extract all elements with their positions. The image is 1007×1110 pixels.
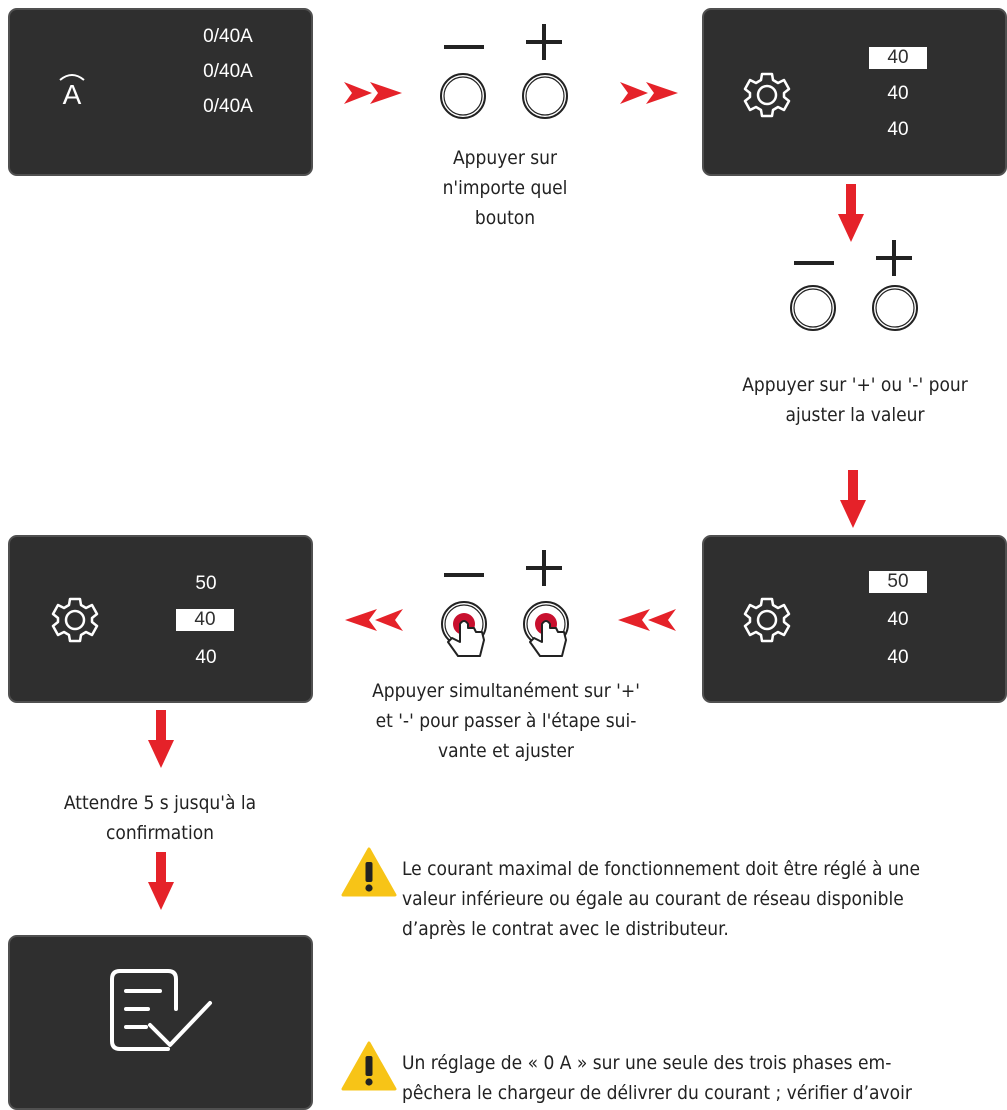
arrow-left-icon [618,609,676,631]
gear-icon [742,595,792,645]
gear-icon [50,595,100,645]
phase-1-current: 0/40A [203,26,253,47]
value-3: 40 [195,647,217,668]
plus-button[interactable] [870,280,920,336]
warning-text-2: Un réglage de « 0 A » sur une seule des … [402,1052,912,1104]
selected-value: 40 [869,47,927,69]
confirmation-panel [8,935,313,1110]
phase-2-current: 0/40A [203,61,253,82]
button-pair-1 [436,24,576,120]
setting-panel-3: 50 40 40 [8,535,313,703]
svg-text:A: A [63,79,82,108]
arrow-down-icon [148,852,174,910]
phase-3-current: 0/40A [203,96,253,117]
button-pair-2 [788,240,928,340]
plus-button[interactable] [520,68,570,124]
current-display-panel: A 0/40A 0/40A 0/40A [8,8,313,176]
finger-press-icon[interactable] [520,598,572,668]
value-2: 40 [887,83,909,104]
minus-button[interactable] [788,280,838,336]
minus-button[interactable] [438,68,488,124]
arrow-down-icon [838,184,864,242]
plus-icon [526,550,562,586]
plus-icon [876,240,912,276]
arrow-right-icon [344,82,402,104]
selected-value: 50 [869,571,927,593]
plus-icon [526,24,562,60]
button-pair-pressed [436,548,576,668]
checklist-confirm-icon [106,965,218,1065]
minus-icon [794,248,834,278]
selected-value: 40 [176,609,234,631]
finger-press-icon[interactable] [438,598,490,668]
value-3: 40 [887,647,909,668]
value-2: 40 [887,609,909,630]
warning-icon [340,846,398,898]
caption-press-any: Appuyer sur n'importe quel bouton [442,147,568,229]
caption-simultaneous: Appuyer simultanément sur '+' et '-' pou… [372,680,640,762]
warning-icon [340,1040,398,1092]
arrow-down-icon [840,470,866,528]
caption-adjust: Appuyer sur '+' ou '-' pour ajuster la v… [742,374,968,426]
arrow-left-icon [345,609,403,631]
warning-text-1: Le courant maximal de fonctionnement doi… [402,858,921,940]
value-3: 40 [887,119,909,140]
minus-icon [444,32,484,62]
value-1: 50 [195,573,217,594]
caption-wait: Attendre 5 s jusqu'à la confirmation [63,792,257,844]
arrow-down-icon [148,710,174,768]
ampere-icon: A [52,68,92,108]
arrow-right-icon [620,82,678,104]
setting-panel-2: 50 40 40 [702,535,1007,703]
setting-panel-1: 40 40 40 [702,8,1007,176]
minus-icon [444,560,484,590]
gear-icon [742,70,792,120]
